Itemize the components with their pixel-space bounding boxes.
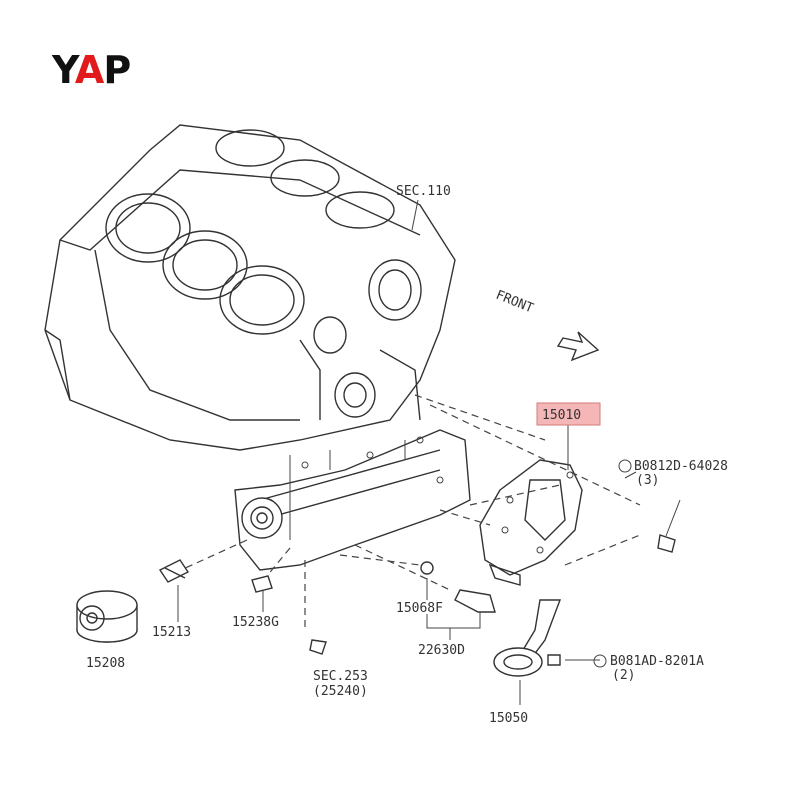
- front-direction-indicator: FRONT: [494, 288, 600, 362]
- alignment-lines: [169, 394, 641, 630]
- label-bolt-bottom: B081AD-8201A: [610, 654, 704, 669]
- brand-logo: YAP: [52, 48, 131, 92]
- label-15238g: 15238G: [232, 615, 279, 630]
- logo-letter-p: P: [103, 48, 131, 92]
- drain-plug-drawing: [309, 639, 327, 655]
- label-15050: 15050: [489, 711, 528, 726]
- sensor-drawing: [420, 561, 496, 613]
- label-15010-highlight: [536, 402, 601, 426]
- label-sec110: SEC.110: [396, 184, 451, 199]
- oil-pump-drawing: [479, 459, 583, 586]
- logo-letter-y: Y: [52, 48, 76, 92]
- label-22630d: 22630D: [418, 643, 465, 658]
- label-bolt-bottom-qty: (2): [612, 668, 635, 683]
- logo-letter-a: A: [74, 48, 104, 92]
- cylinder-bores: [105, 129, 395, 335]
- label-15068f: 15068F: [396, 601, 443, 616]
- label-sec253: SEC.253: [313, 669, 368, 684]
- front-arrow-icon: [556, 331, 600, 362]
- bolt-top-drawing: [657, 499, 681, 553]
- label-15010: 15010: [542, 408, 581, 423]
- label-sec253-ref: (25240): [313, 684, 368, 699]
- front-label: FRONT: [494, 288, 536, 317]
- label-15208: 15208: [86, 656, 125, 671]
- leader-lines: [177, 199, 637, 705]
- label-15213: 15213: [152, 625, 191, 640]
- plug-15238g-drawing: [251, 575, 273, 593]
- part-labels: SEC.110 15010 B0812D-64028 (3) 15208 152…: [86, 184, 728, 726]
- oil-filter-drawing: [76, 590, 138, 643]
- label-bolt-top-qty: (3): [636, 473, 659, 488]
- bolt-bottom-drawing: [547, 654, 561, 666]
- engine-block-drawing: [44, 124, 471, 571]
- connector-15213-drawing: [158, 559, 190, 583]
- label-bolt-top: B0812D-64028: [634, 459, 728, 474]
- strainer-15050-drawing: [493, 599, 562, 677]
